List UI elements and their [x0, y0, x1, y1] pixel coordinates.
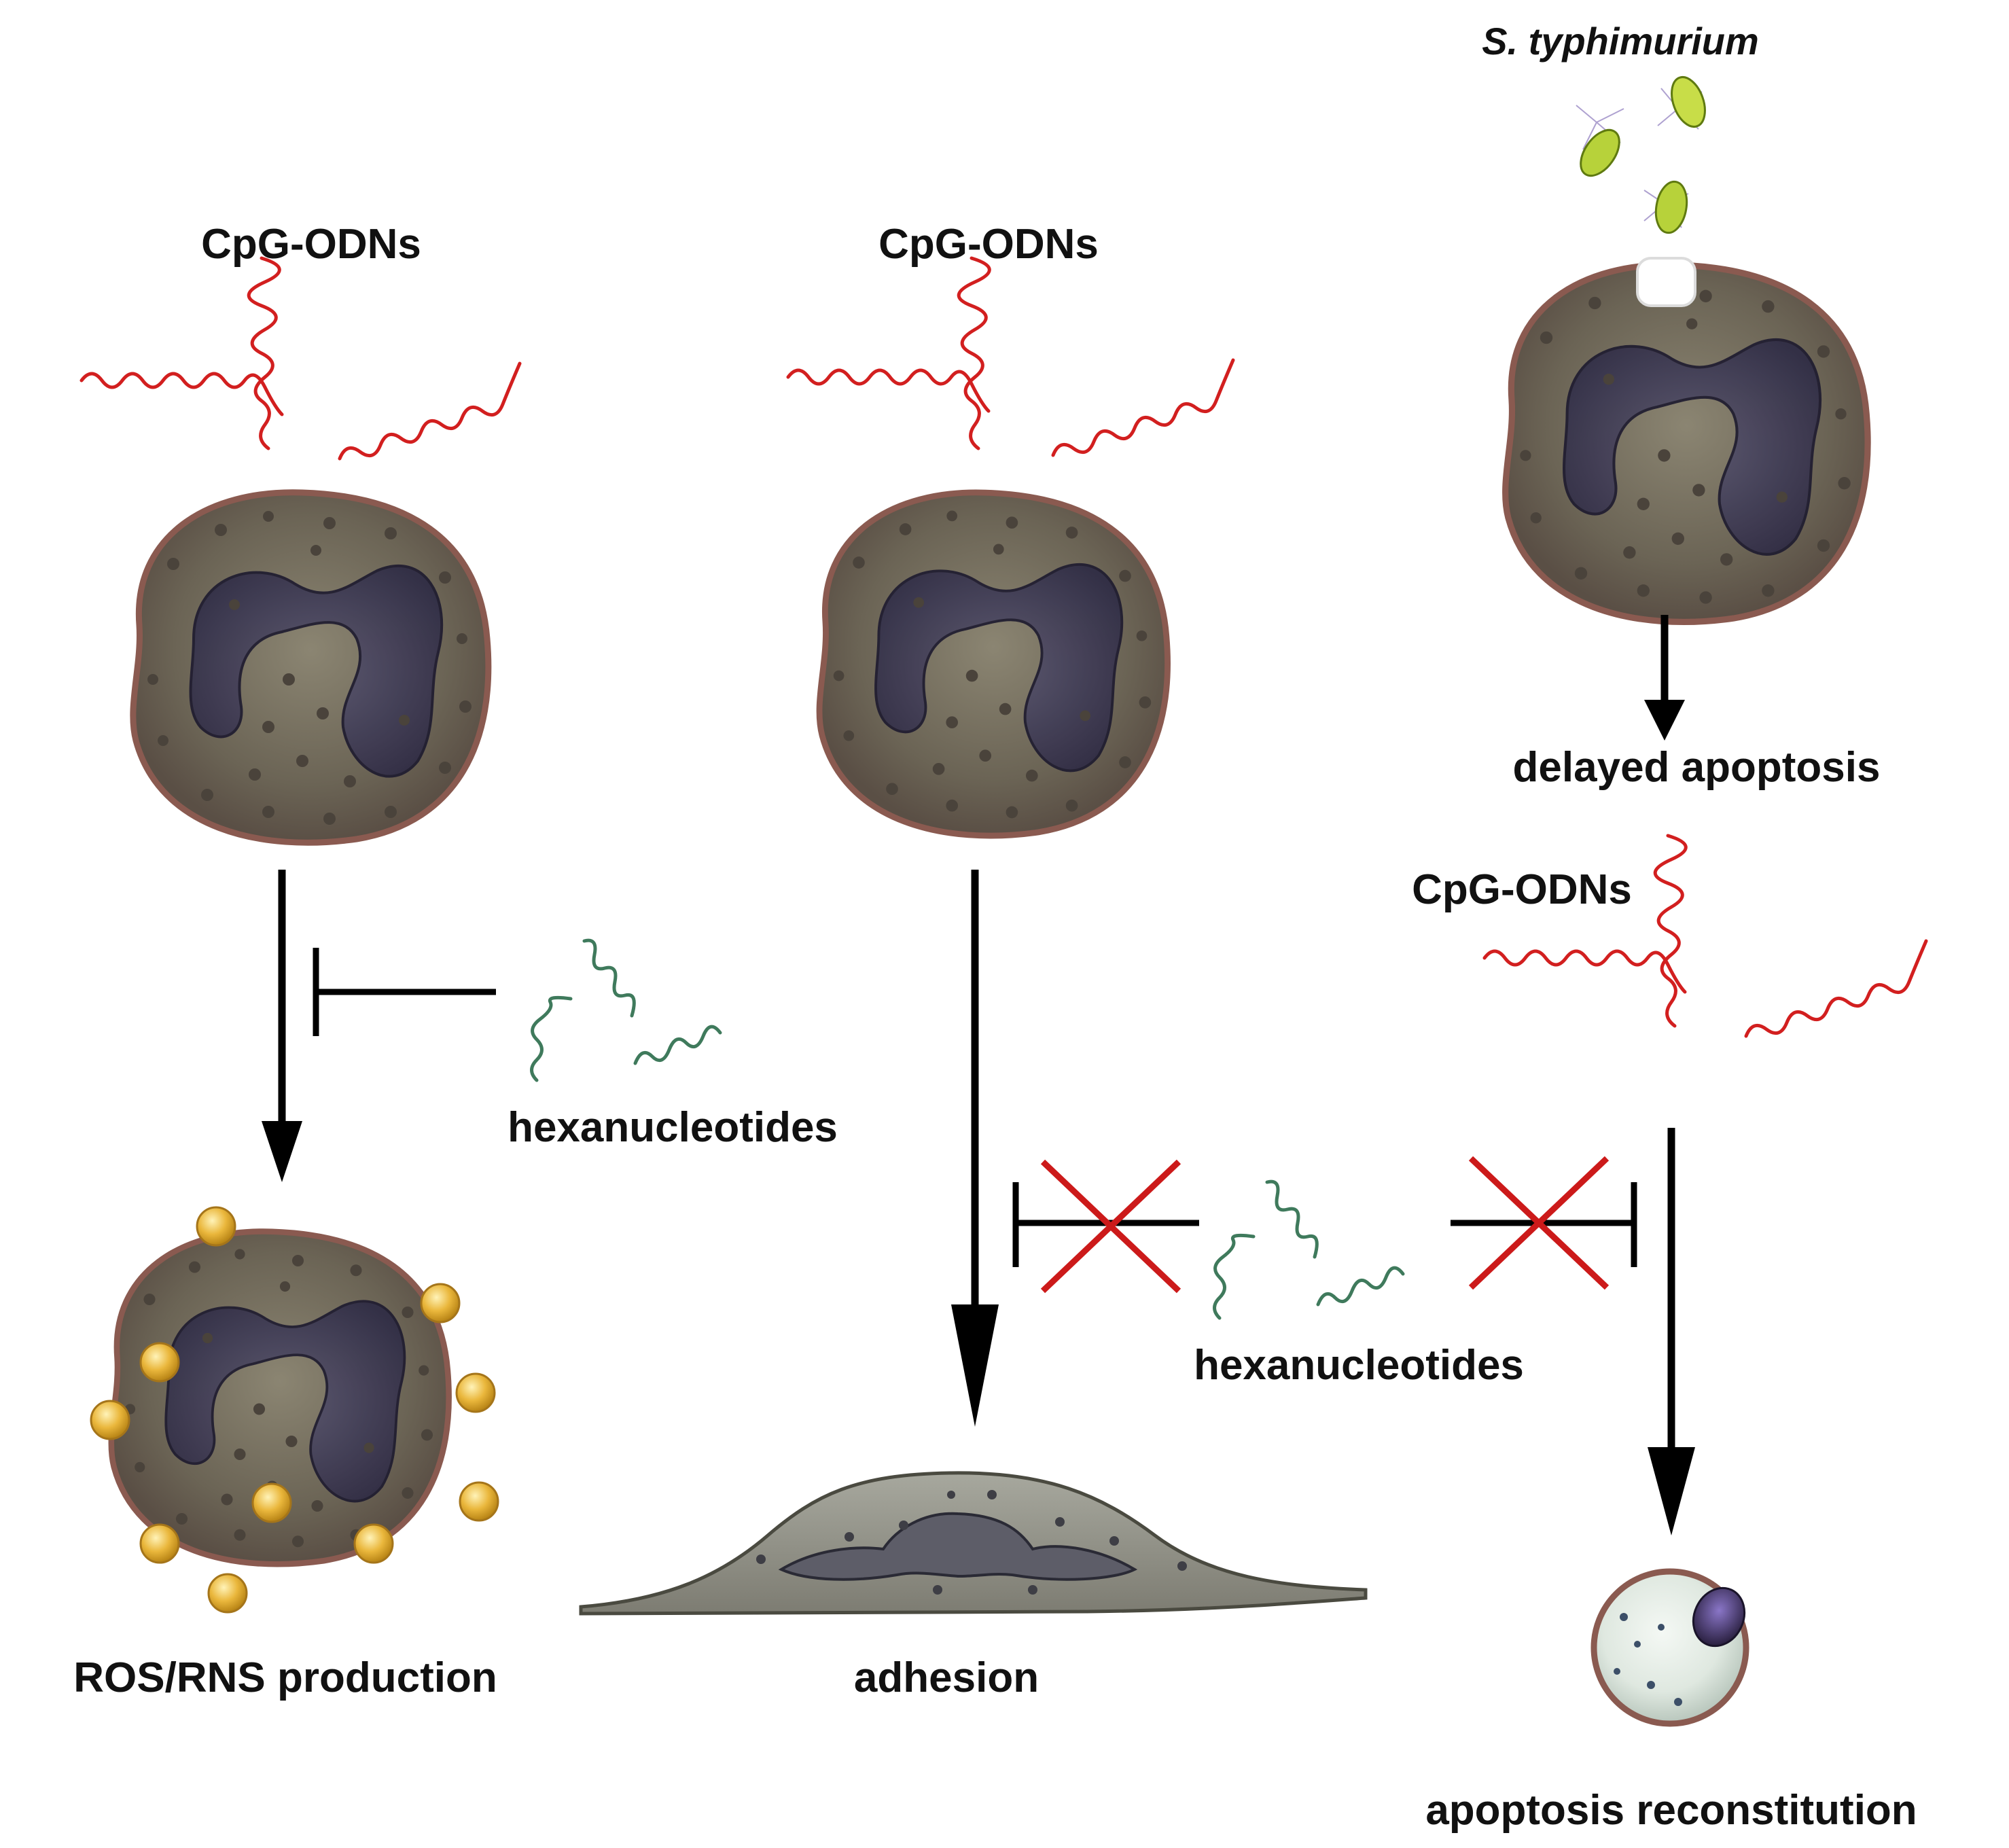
- adherent-cell-icon: [579, 1471, 1368, 1616]
- cpg-label-middle: CpG-ODNs: [878, 221, 1099, 268]
- hexanucleotide-strands-middle: [1213, 1179, 1405, 1320]
- hexanucleotide-strands-left: [530, 938, 722, 1082]
- arrow-middle-vertical: [951, 870, 999, 1427]
- neutrophil-cell-middle: [819, 493, 1168, 836]
- ros-producing-neutrophil-icon: [90, 1206, 499, 1614]
- cpg-strands-middle: [786, 256, 1235, 457]
- hexanucleotides-label-left: hexanucleotides: [508, 1104, 838, 1151]
- cpg-strands-right: [1482, 834, 1928, 1038]
- bacteria-icon: [1576, 76, 1706, 307]
- bacteria-label: S. typhimurium: [1482, 20, 1759, 63]
- inhibition-bar-left: [313, 948, 496, 1036]
- neutrophil-cell-right: [1506, 265, 1868, 622]
- cpg-strands-left: [79, 256, 522, 461]
- adhesion-label: adhesion: [854, 1654, 1039, 1701]
- cpg-label-left: CpG-ODNs: [201, 221, 421, 268]
- cpg-label-right: CpG-ODNs: [1412, 866, 1632, 913]
- arrow-right-upper: [1644, 615, 1685, 741]
- arrow-left-vertical: [262, 870, 302, 1182]
- delayed-apoptosis-label: delayed apoptosis: [1513, 744, 1881, 791]
- ros-rns-production-label: ROS/RNS production: [73, 1654, 497, 1701]
- neutrophil-cell-left: [133, 493, 488, 842]
- hexanucleotides-label-middle: hexanucleotides: [1194, 1342, 1524, 1389]
- blocked-inhibition-middle: [1012, 1159, 1199, 1294]
- arrow-right-lower: [1648, 1128, 1695, 1535]
- apoptotic-cell-icon: [1590, 1568, 1749, 1727]
- blocked-inhibition-right: [1451, 1156, 1637, 1290]
- apoptosis-reconstitution-label: apoptosis reconstitution: [1425, 1787, 1917, 1834]
